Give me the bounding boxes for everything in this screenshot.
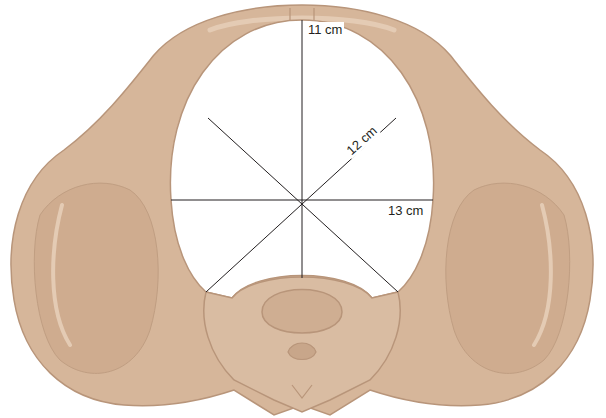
right-wing-rim bbox=[534, 205, 551, 345]
oblique-diameter-right bbox=[206, 118, 396, 292]
dimension-label: 13 cm bbox=[386, 203, 425, 218]
dimension-label: 11 cm bbox=[306, 22, 344, 37]
coccyx-tip bbox=[292, 385, 312, 398]
left-wing-rim bbox=[53, 205, 70, 345]
diameter-lines bbox=[171, 20, 433, 292]
left-wing-highlight bbox=[34, 183, 158, 373]
pelvis-outline bbox=[11, 5, 593, 415]
sacrum bbox=[204, 277, 400, 412]
pelvic-inlet bbox=[170, 20, 433, 298]
right-wing-highlight bbox=[446, 183, 570, 373]
transverse-diameter bbox=[171, 200, 433, 201]
oblique-diameter-left bbox=[208, 118, 398, 292]
sacral-promontory bbox=[262, 290, 342, 334]
conjugate-diameter bbox=[302, 20, 303, 278]
sacral-canal bbox=[288, 343, 316, 360]
